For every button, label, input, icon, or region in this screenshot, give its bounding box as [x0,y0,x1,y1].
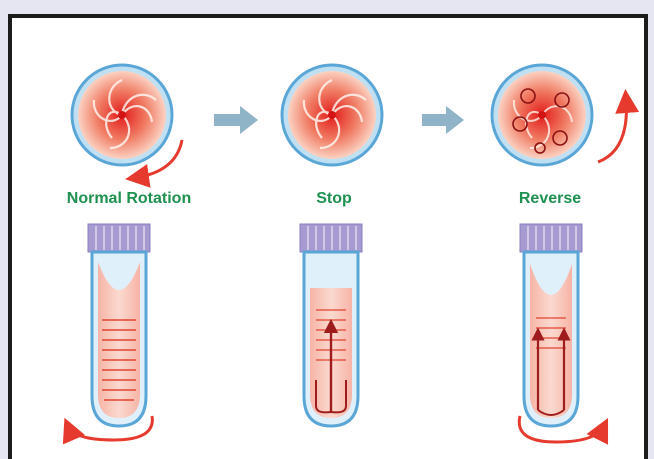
transition-arrow-1-icon [214,106,258,134]
disk-normal-rotation [72,65,172,165]
label-reverse: Reverse [440,190,654,208]
disk-reverse [492,65,592,165]
label-stop: Stop [224,190,444,208]
disk-stop [282,65,382,165]
rotation-arrow-reverse [598,98,626,162]
tube-reverse [520,224,582,426]
label-normal-rotation: Normal Rotation [19,190,239,208]
tube-stop [300,224,362,426]
transition-arrow-2-icon [422,106,464,134]
tube-normal-rotation [88,224,150,426]
